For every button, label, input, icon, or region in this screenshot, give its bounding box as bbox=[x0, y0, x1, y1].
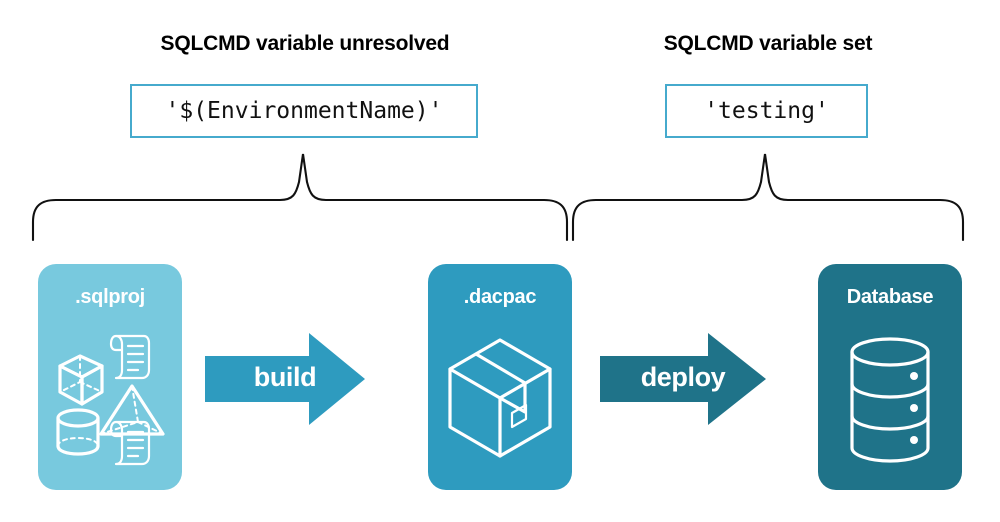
database-cylinder-icon bbox=[818, 309, 962, 490]
project-shapes-icon bbox=[38, 309, 182, 490]
cylinder-icon bbox=[56, 407, 100, 456]
arrow-label-deploy: deploy bbox=[640, 362, 726, 392]
package-box-icon bbox=[428, 309, 572, 490]
heading-sqlcmd-variable-set: SQLCMD variable set bbox=[663, 32, 873, 55]
stage-label-database: Database bbox=[846, 286, 934, 308]
stage-label-dacpac: .dacpac bbox=[463, 286, 537, 308]
stage-box-dacpac: .dacpac bbox=[428, 264, 572, 490]
curly-brace-build-scope bbox=[31, 153, 569, 242]
stage-label-sqlproj: .sqlproj bbox=[75, 286, 145, 308]
arrow-deploy bbox=[600, 333, 766, 425]
code-box-environment-name: '$(EnvironmentName)' bbox=[130, 84, 478, 138]
heading-sqlcmd-variable-unresolved: SQLCMD variable unresolved bbox=[160, 32, 450, 55]
cube-icon bbox=[58, 353, 104, 406]
code-box-testing: 'testing' bbox=[665, 84, 868, 138]
arrow-label-build: build bbox=[253, 362, 317, 392]
curly-brace-deploy-scope bbox=[571, 153, 965, 242]
stage-box-database: Database bbox=[818, 264, 962, 490]
script-scroll-icon-top bbox=[109, 334, 151, 379]
arrow-build bbox=[205, 333, 365, 425]
script-scroll-icon-bottom bbox=[109, 420, 151, 465]
stage-box-sqlproj: .sqlproj bbox=[38, 264, 182, 490]
